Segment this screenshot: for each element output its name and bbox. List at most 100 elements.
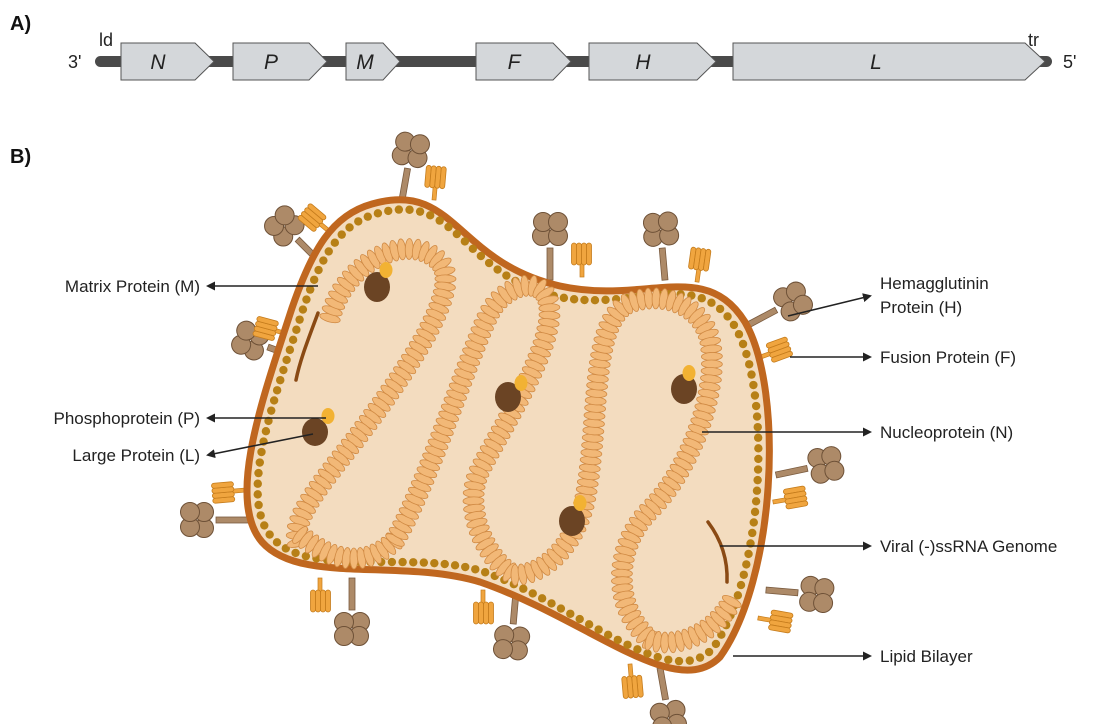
matrix-protein-bead [753, 487, 761, 495]
matrix-protein-bead [580, 296, 588, 304]
matrix-protein-bead [712, 640, 720, 648]
matrix-protein-bead [302, 552, 310, 560]
phosphoprotein-p [322, 408, 335, 424]
matrix-protein-bead [502, 271, 510, 279]
large-protein-label: Large Protein (L) [72, 446, 200, 465]
matrix-protein-bead [461, 563, 469, 571]
matrix-protein-bead [686, 656, 694, 664]
matrix-protein-bead [748, 529, 756, 537]
fusion-protein [211, 481, 247, 504]
matrix-protein-bead [435, 216, 443, 224]
fusion-protein [311, 578, 331, 612]
matrix-protein-bead [398, 558, 406, 566]
matrix-protein-bead [643, 649, 651, 657]
gene-f-box [476, 43, 571, 80]
matrix-protein-bead [286, 346, 294, 354]
nucleoprotein-subunit [435, 275, 456, 283]
five-prime-end-label: 5' [1063, 52, 1076, 72]
matrix-protein-bead [557, 604, 565, 612]
matrix-protein-bead [453, 230, 461, 238]
matrix-protein-bead [716, 305, 724, 313]
nucleoprotein-subunit [463, 497, 484, 506]
fusion-protein [474, 590, 494, 624]
matrix-protein-bead [471, 565, 479, 573]
panel-a-genome-map: A) 3' ld tr 5' N P M F H L [10, 13, 1076, 80]
matrix-protein-bead [374, 209, 382, 217]
gene-n-label: N [150, 51, 166, 74]
matrix-protein-bead [267, 406, 275, 414]
matrix-protein-bead [753, 476, 761, 484]
fusion-protein [756, 608, 793, 634]
matrix-protein-bead [737, 581, 745, 589]
matrix-protein-bead [289, 336, 297, 344]
hemagglutinin-protein [533, 213, 568, 281]
fusion-protein [572, 243, 592, 277]
matrix-protein-bead [395, 205, 403, 213]
matrix-protein-bead [257, 448, 265, 456]
phosphoprotein-p [515, 375, 528, 391]
matrix-protein-bead [299, 305, 307, 313]
matrix-protein-bead [254, 501, 262, 509]
matrix-protein-bead [730, 321, 738, 329]
matrix-protein-bead [493, 265, 501, 273]
three-prime-end-label: 3' [68, 52, 81, 72]
hemagglutinin-label-line1: Hemagglutinin [880, 274, 989, 293]
matrix-protein-bead [698, 294, 706, 302]
matrix-protein-bead [519, 585, 527, 593]
matrix-protein-bead [754, 423, 762, 431]
matrix-protein-bead [529, 589, 537, 597]
matrix-protein-bead [742, 560, 750, 568]
nucleoprotein-subunit [350, 548, 358, 569]
nucleoprotein-label: Nucleoprotein (N) [880, 423, 1013, 442]
leader-label: ld [99, 30, 113, 50]
matrix-protein-bead [623, 641, 631, 649]
matrix-protein-bead [430, 559, 438, 567]
matrix-protein-bead [256, 511, 264, 519]
matrix-protein-bead [751, 508, 759, 516]
matrix-protein-bead [262, 427, 270, 435]
matrix-protein-bead [302, 295, 310, 303]
gene-l-label: L [870, 51, 882, 74]
matrix-protein-bead [254, 480, 262, 488]
matrix-protein-bead [444, 223, 452, 231]
matrix-protein-bead [739, 340, 747, 348]
hemagglutinin-protein [335, 578, 370, 646]
matrix-protein-bead [461, 237, 469, 245]
matrix-protein-bead [420, 558, 428, 566]
matrix-protein-bead [354, 217, 362, 225]
matrix-protein-bead [585, 620, 593, 628]
matrix-protein-bead [566, 610, 574, 618]
phosphoprotein-p [380, 262, 393, 278]
matrix-protein-bead [477, 252, 485, 260]
matrix-protein-bead [405, 206, 413, 214]
matrix-protein-bead [254, 469, 262, 477]
matrix-protein-bead [388, 558, 396, 566]
matrix-protein-bead [735, 330, 743, 338]
gene-p-box [233, 43, 327, 80]
matrix-protein-label: Matrix Protein (M) [65, 277, 200, 296]
fusion-protein [687, 247, 712, 283]
matrix-protein-bead [292, 326, 300, 334]
phosphoprotein-p [683, 365, 696, 381]
gene-n-box [121, 43, 214, 80]
matrix-protein-bead [664, 656, 672, 664]
matrix-protein-bead [295, 315, 303, 323]
matrix-protein-bead [614, 636, 622, 644]
matrix-protein-bead [745, 360, 753, 368]
matrix-protein-bead [331, 238, 339, 246]
hemagglutinin-protein [764, 573, 834, 614]
matrix-protein-bead [754, 434, 762, 442]
matrix-protein-bead [705, 648, 713, 656]
phosphoprotein-label: Phosphoprotein (P) [54, 409, 200, 428]
matrix-protein-bead [752, 497, 760, 505]
matrix-protein-bead [654, 653, 662, 661]
matrix-protein-bead [416, 207, 424, 215]
matrix-protein-bead [696, 653, 704, 661]
matrix-protein-bead [260, 521, 268, 529]
matrix-protein-bead [740, 571, 748, 579]
matrix-protein-bead [441, 560, 449, 568]
matrix-protein-bead [752, 402, 760, 410]
matrix-protein-bead [273, 386, 281, 394]
nucleoprotein-subunit [701, 360, 722, 369]
hemagglutinin-protein [642, 211, 683, 281]
